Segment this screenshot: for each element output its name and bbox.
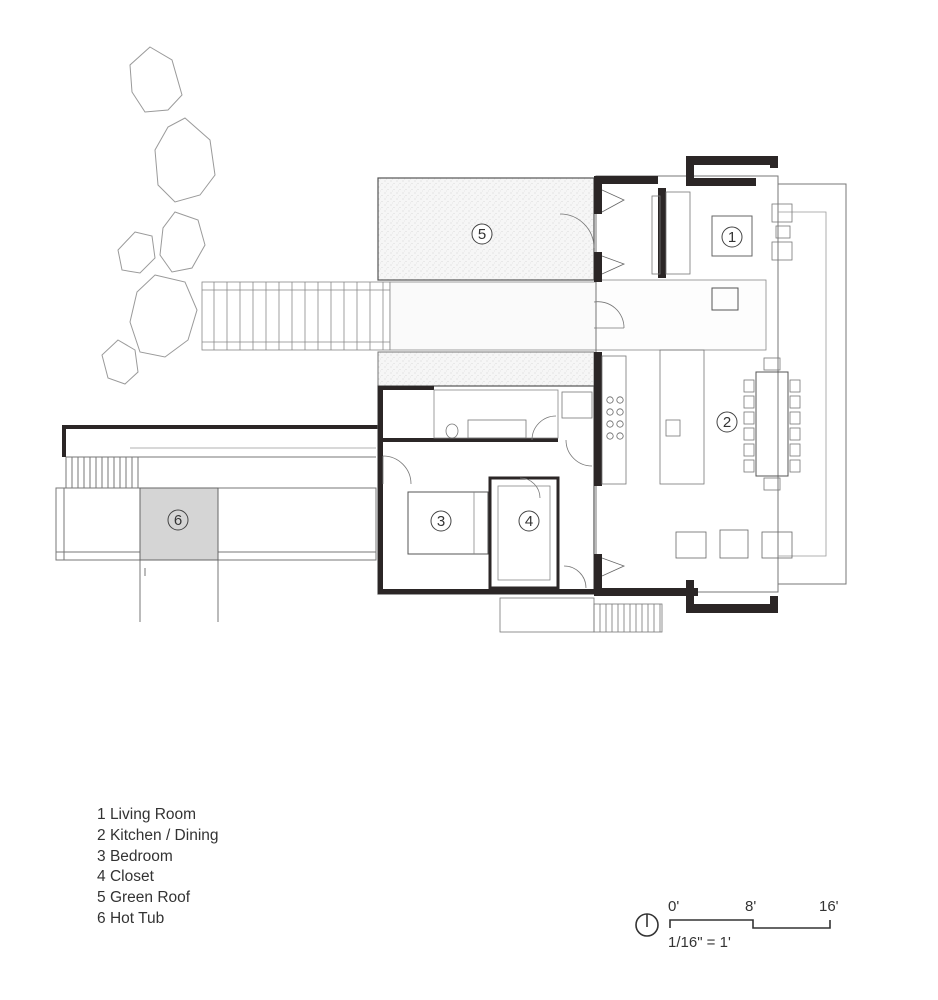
boardwalk-bridge (201, 281, 597, 351)
legend-item: 4 Closet (97, 868, 154, 886)
landscape-boulders (101, 46, 216, 385)
svg-text:4: 4 (525, 513, 533, 530)
scale-ratio: 1/16" = 1' (668, 934, 731, 951)
room-legend: 1 Living Room 2 Kitchen / Dining 3 Bedro… (97, 805, 219, 930)
svg-text:5: 5 (478, 226, 486, 243)
svg-text:1: 1 (728, 229, 736, 246)
scale-tick-8: 8' (745, 898, 757, 915)
north-arrow-icon (635, 913, 659, 937)
room-marker-6: 6 (167, 509, 189, 531)
scale-tick-0: 0' (668, 898, 680, 915)
room-marker-5: 5 (471, 223, 493, 245)
legend-item: 5 Green Roof (97, 889, 191, 907)
scale-tick-16: 16' (819, 898, 839, 915)
legend-item: 2 Kitchen / Dining (97, 826, 219, 844)
entry-hall (595, 279, 767, 351)
bedroom-wing (377, 385, 595, 595)
legend-item: 3 Bedroom (97, 847, 173, 865)
svg-text:2: 2 (723, 414, 731, 431)
svg-text:6: 6 (174, 512, 182, 529)
room-markers: 1 2 3 4 5 6 (167, 223, 743, 532)
room-marker-4: 4 (518, 510, 540, 532)
legend-item: 1 Living Room (97, 806, 197, 823)
legend-item: 6 Hot Tub (97, 909, 165, 927)
room-marker-2: 2 (716, 411, 738, 433)
exterior-steps (499, 597, 663, 633)
deck-wall (62, 425, 378, 458)
main-house (559, 156, 847, 613)
room-marker-3: 3 (430, 510, 452, 532)
room-marker-1: 1 (721, 226, 743, 248)
svg-text:3: 3 (437, 513, 445, 530)
scale-bar (669, 919, 831, 929)
